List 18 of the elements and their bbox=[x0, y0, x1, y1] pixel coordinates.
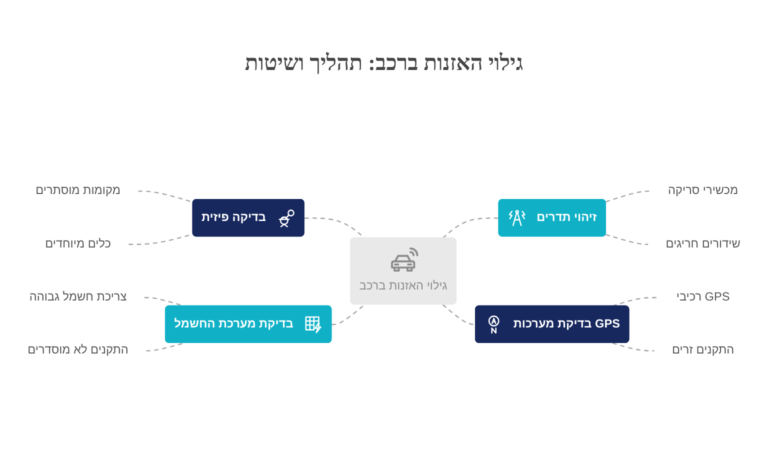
connector bbox=[605, 190, 650, 202]
node-text: צריכת חשמל גבוהה bbox=[29, 290, 127, 304]
diagram-title: גילוי האזנות ברכב: תהליך ושיטות bbox=[244, 50, 524, 76]
node-text: שידורים חריגים bbox=[666, 238, 740, 250]
node-text: מכשירי סריקה bbox=[668, 184, 738, 198]
node-text: מקומות מוסתרים bbox=[36, 184, 120, 198]
node-text: התקנים לא מוסדרים bbox=[28, 344, 128, 357]
connector bbox=[612, 342, 654, 352]
connector bbox=[146, 342, 185, 352]
node-text: רכיבי GPS bbox=[676, 290, 730, 304]
connector bbox=[442, 218, 500, 239]
connector bbox=[332, 304, 366, 326]
connector bbox=[138, 190, 194, 203]
node-text: התקנים זרים bbox=[672, 344, 734, 357]
connector bbox=[605, 234, 648, 245]
node-text: כלים מיוחדים bbox=[45, 238, 111, 250]
connector bbox=[442, 304, 476, 326]
connector bbox=[612, 297, 659, 307]
